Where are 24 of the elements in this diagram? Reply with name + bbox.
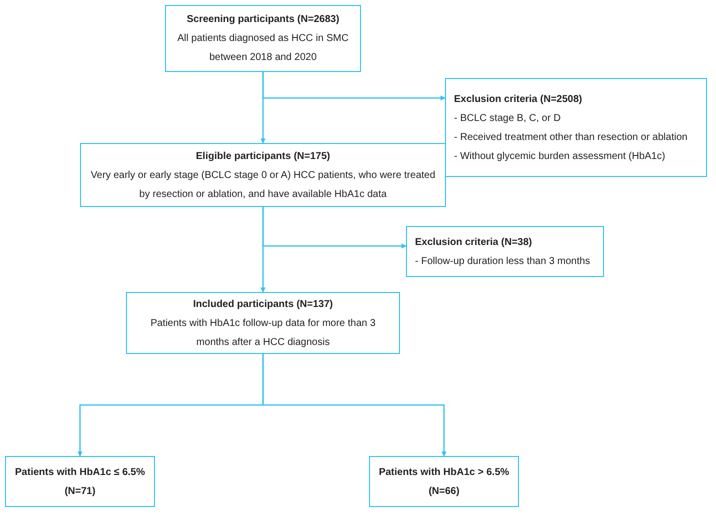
box-text: - Without glycemic burden assessment (HbA1c)	[454, 150, 666, 164]
process-box	[126, 292, 400, 354]
arrow	[262, 207, 406, 248]
arrow	[262, 72, 446, 100]
process-box	[80, 143, 446, 207]
box-heading: Exclusion criteria (N=2508)	[454, 92, 582, 106]
process-box	[5, 456, 155, 507]
process-box	[445, 78, 707, 177]
arrow	[262, 354, 446, 456]
process-box	[165, 5, 361, 72]
box-text: All patients diagnosed as HCC in SMC between 2018 and 2020	[176, 32, 350, 65]
box-heading: Eligible participants (N=175)	[196, 150, 330, 164]
box-text: Patients with HbA1c follow-up data for more than 3 months after a HCC diagnosis	[149, 316, 377, 350]
box-heading: Screening participants (N=2683)	[186, 13, 340, 27]
process-box	[369, 456, 519, 507]
box-text: - Received treatment other than resection or ablation	[454, 130, 688, 144]
box-heading: Patients with HbA1c ≤ 6.5% (N=71)	[14, 466, 146, 498]
box-heading: Exclusion criteria (N=38)	[415, 236, 532, 250]
box-text: - Follow-up duration less than 3 months	[415, 254, 590, 268]
box-heading: Patients with HbA1c > 6.5% (N=66)	[378, 466, 510, 498]
box-text: Very early or early stage (BCLC stage 0 or A) HCC patients, who were treated by resection or ablation, and have available HbA1c data	[90, 168, 436, 202]
process-box	[406, 226, 604, 277]
box-text: - BCLC stage B, C, or D	[454, 112, 561, 126]
box-heading: Included participants (N=137)	[193, 298, 333, 312]
